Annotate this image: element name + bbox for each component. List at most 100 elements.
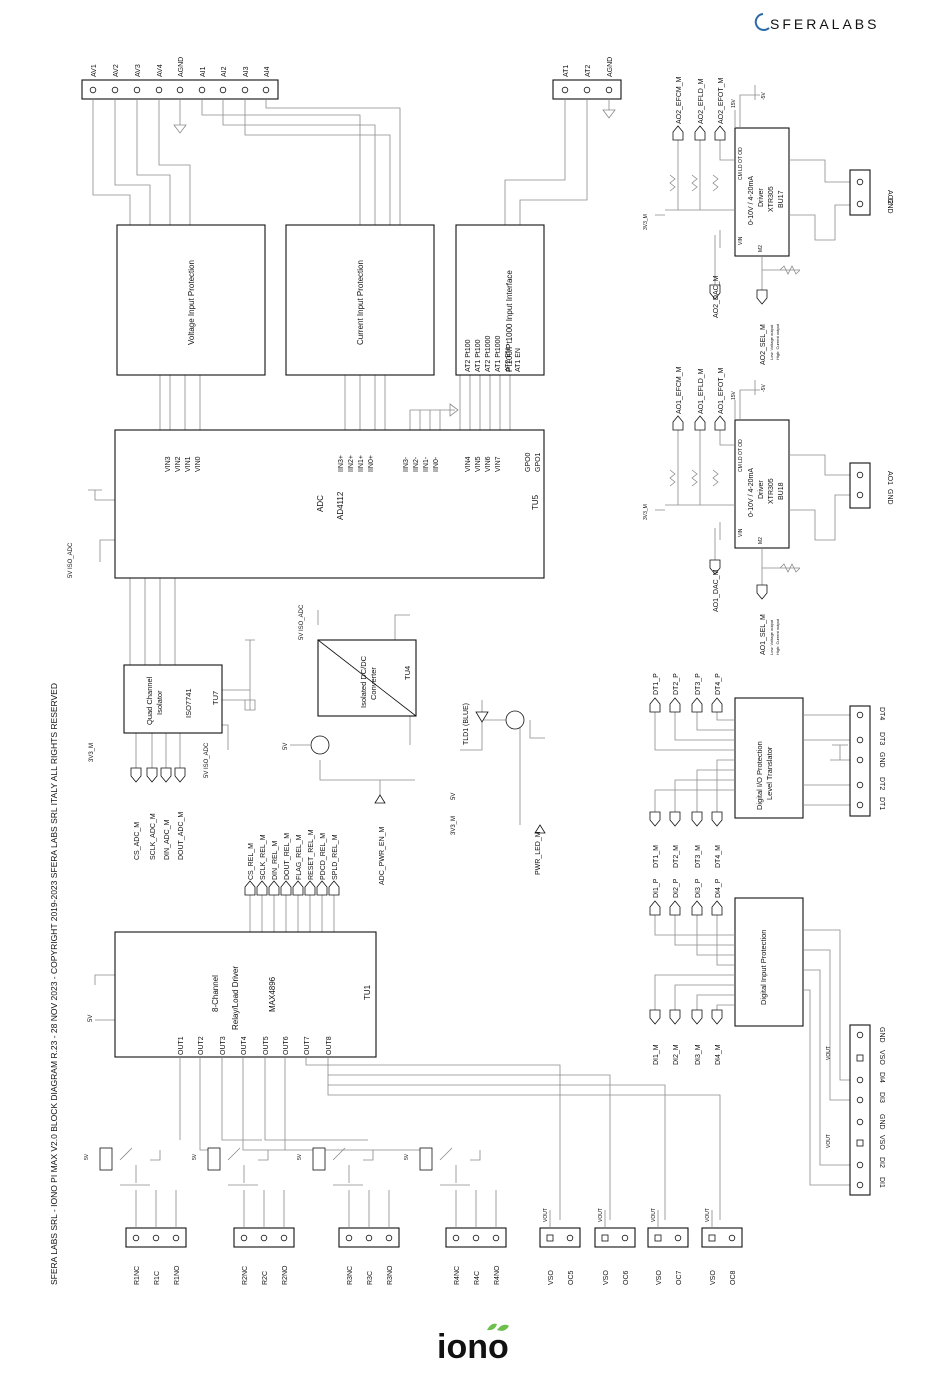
iono-logo: iono <box>437 1323 509 1366</box>
relay-spi-label: PDCD_REL_M <box>320 833 327 880</box>
terminal-label: GND <box>878 1114 885 1130</box>
pwr-led-label: PWR_LED_M <box>535 831 542 875</box>
relay-coil-icon <box>99 1147 113 1171</box>
svg-text:Isolated DC/DC: Isolated DC/DC <box>359 655 368 708</box>
di-m-label: DI4_M <box>715 1044 722 1065</box>
ao2-driver-block: CM LD OT OD 0-10V / 4-20mA Driver XTR305… <box>734 127 790 257</box>
di-wiring <box>654 915 850 1186</box>
svg-text:0-10V / 4-20mA: 0-10V / 4-20mA <box>748 468 755 517</box>
signal-port-icon <box>669 697 681 713</box>
ao1-driver-block: CM LD OT OD 0-10V / 4-20mA Driver XTR305… <box>734 419 790 549</box>
svg-text:Isolator: Isolator <box>155 690 164 715</box>
sferalabs-wordmark: SFERALABS <box>770 16 879 32</box>
driver-output-label: OUT7 <box>304 1036 311 1055</box>
rtd-signal-label: AT2 Pt100 <box>465 339 472 372</box>
svg-text:8-Channel: 8-Channel <box>211 975 220 1012</box>
terminal-pin <box>260 1234 268 1242</box>
dt-m-label: DT2_M <box>673 845 680 868</box>
rtd-signal-label: AT2 Pt1000 <box>485 335 492 372</box>
terminal-pin <box>621 1234 629 1242</box>
diagram-title: SFERA LABS SRL - IONO PI MAX V2.0 BLOCK … <box>49 683 59 1285</box>
svg-text:ADC: ADC <box>316 495 325 512</box>
signal-port-icon <box>709 284 721 300</box>
adc-pin-label: IIN2- <box>413 456 420 472</box>
signal-port-icon <box>694 125 706 141</box>
rail-label: VOUT <box>651 1208 657 1222</box>
adc-pin-label: VIN6 <box>485 456 492 472</box>
signal-port-icon <box>160 767 172 783</box>
rtd-signal-label: AT1 Pt100 <box>475 339 482 372</box>
ao-flag-label: AO2_EFLD_M <box>698 78 705 124</box>
dt-m-label: DT1_M <box>653 845 660 868</box>
svg-text:5V: 5V <box>283 743 289 750</box>
signal-port-icon <box>669 811 681 827</box>
terminal-pin <box>856 1139 864 1147</box>
svg-text:CM LD OT OD: CM LD OT OD <box>738 439 744 472</box>
dcdc-converter-block: Isolated DC/DC Converter TU4 5V ISO_ADC … <box>283 604 417 885</box>
terminal-label: AV1 <box>91 64 98 77</box>
terminal-pin <box>172 1234 180 1242</box>
signal-port-icon <box>280 880 292 896</box>
dt-p-label: DT2_P <box>673 673 680 695</box>
svg-text:3V3_M: 3V3_M <box>451 816 457 835</box>
terminal-label: DI3 <box>878 1092 885 1103</box>
di-m-label: DI2_M <box>673 1044 680 1065</box>
signal-port-icon <box>304 880 316 896</box>
mosfet-icon <box>310 735 330 755</box>
leaf-icon <box>487 1323 497 1331</box>
relay-spi-label: DOUT_REL_M <box>284 833 291 880</box>
terminal-label: AV4 <box>157 64 164 77</box>
signal-port-icon <box>691 900 703 916</box>
terminal-pin <box>856 801 864 809</box>
svg-text:5V ISO_ADC: 5V ISO_ADC <box>204 742 210 778</box>
terminal-pin <box>856 1076 864 1084</box>
svg-text:AO1: AO1 <box>886 471 893 485</box>
driver-output-label: OUT2 <box>198 1036 205 1055</box>
adc-pin-label: VIN1 <box>185 456 192 472</box>
terminal-label: AT2 <box>585 65 592 77</box>
adc-pin-label: GPO1 <box>535 452 542 472</box>
terminal-pin <box>345 1234 353 1242</box>
terminal-pin <box>856 1031 864 1039</box>
terminal-label: DI2 <box>878 1157 885 1168</box>
rail-label: 3V3_M <box>643 214 649 230</box>
svg-text:BU17: BU17 <box>778 190 785 208</box>
terminal-label: AV3 <box>135 64 142 77</box>
terminal-pin <box>856 1054 864 1062</box>
terminal-label: R3C <box>367 1271 374 1285</box>
terminal-label: AV2 <box>113 64 120 77</box>
terminal-pin <box>241 86 249 94</box>
terminal-pin <box>601 1234 609 1242</box>
svg-text:BU18: BU18 <box>778 482 785 500</box>
relay-spi-label: SCLK_REL_M <box>260 834 267 880</box>
terminal-pin <box>152 1234 160 1242</box>
adc-pwr-en-label: ADC_PWR_EN_M <box>379 826 386 885</box>
rail-label: 5V <box>404 1153 410 1160</box>
svg-text:Converter: Converter <box>369 667 378 700</box>
terminal-label: R2NO <box>282 1265 289 1285</box>
terminal-label: AI2 <box>221 66 228 77</box>
signal-port-icon <box>649 811 661 827</box>
rail-label: -5V <box>761 384 767 392</box>
adc-pin-label: VIN0 <box>195 456 202 472</box>
signal-port-icon <box>714 125 726 141</box>
driver-output-label: OUT1 <box>178 1036 185 1055</box>
signal-port-icon <box>756 584 768 600</box>
di-m-label: DI1_M <box>653 1044 660 1065</box>
svg-text:M2: M2 <box>758 245 764 252</box>
terminal-pin <box>472 1234 480 1242</box>
terminal-label: AI1 <box>200 66 207 77</box>
terminal-label: OC5 <box>568 1271 575 1286</box>
mosfet-icon <box>505 710 525 730</box>
adc-pin-label: IIN1- <box>423 456 430 472</box>
dio-wiring <box>654 712 850 812</box>
signal-port-icon <box>146 767 158 783</box>
svg-text:Current Input Protection: Current Input Protection <box>356 260 365 345</box>
